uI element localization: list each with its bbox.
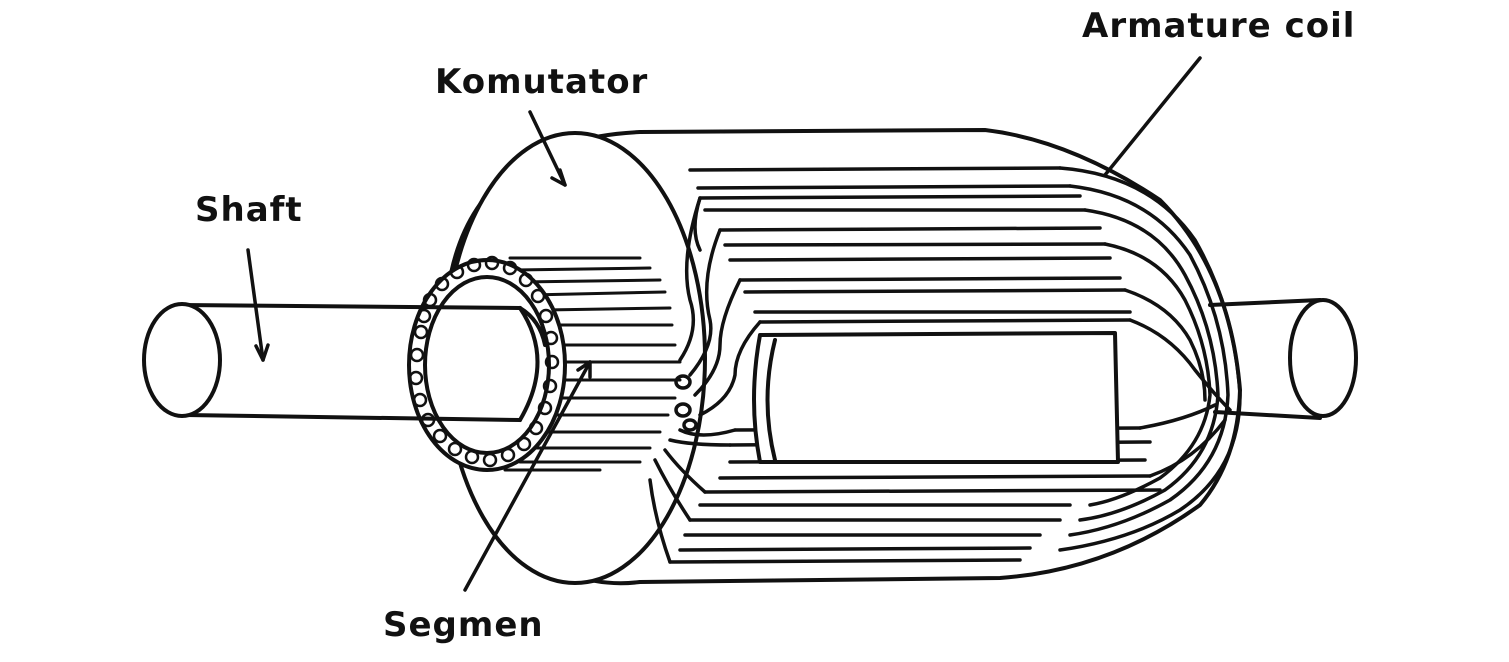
core-window (752, 331, 1120, 464)
label-segmen: Segmen (383, 605, 544, 645)
leader-lines (246, 56, 1202, 592)
armature-coil-leader (1103, 56, 1202, 177)
label-komutator: Komutator (435, 62, 649, 102)
shaft-leader (246, 248, 265, 362)
shaft-left (142, 302, 547, 422)
label-shaft: Shaft (195, 190, 303, 230)
label-armature-coil: Armature coil (1082, 6, 1356, 46)
commutator-ring (407, 255, 567, 472)
armature-coil-windings (1058, 166, 1242, 552)
shaft-right-end (1208, 298, 1358, 420)
coil-leads (648, 196, 762, 564)
segmen-leader (463, 360, 592, 592)
